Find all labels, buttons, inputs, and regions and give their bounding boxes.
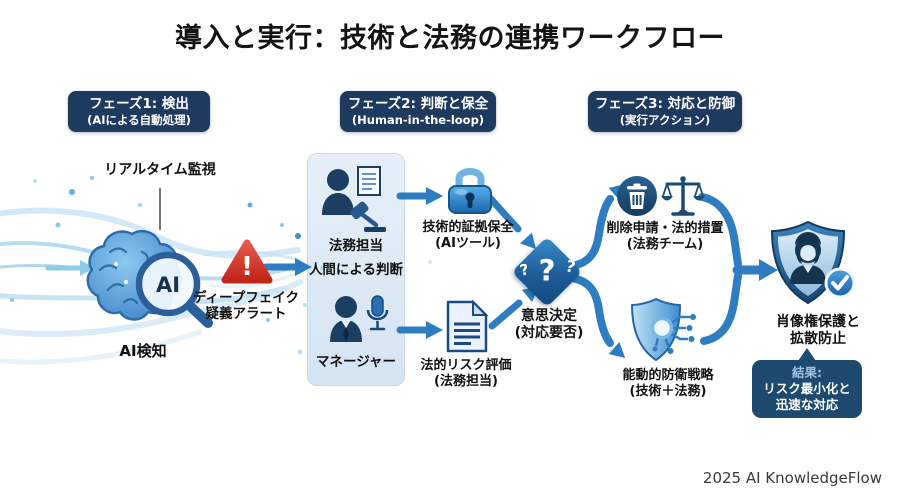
- result-line2: 迅速な対応: [775, 397, 839, 412]
- evidence-lock-icon: [444, 161, 496, 216]
- deepfake-alert-line2: 疑義アラート: [205, 306, 287, 323]
- portrait-protection-label: 肖像権保護と 拡散防止: [766, 314, 870, 348]
- question-mark-large: ?: [538, 253, 556, 288]
- takedown-line2: (法務チーム): [626, 236, 704, 252]
- evidence-preservation-label: 技術的証拠保全 (AIツール): [412, 220, 524, 252]
- ai-detection-label: AI検知: [119, 342, 167, 360]
- footer-credit: 2025 AI KnowledgeFlow: [702, 469, 882, 487]
- legal-person-gavel-icon: [318, 165, 390, 235]
- phase-3-subtitle: (実行アクション): [619, 113, 711, 127]
- phase-2-title: フェーズ2: 判断と保全: [347, 96, 489, 112]
- outcome-line2: 拡散防止: [790, 331, 846, 348]
- phase-1-subtitle: (AIによる自動処理): [87, 113, 191, 127]
- manager-microphone-icon: [322, 292, 390, 356]
- result-title: 結果:: [792, 365, 822, 380]
- decision-line1: 意思決定: [521, 308, 577, 324]
- legal-staff-label: 法務担当: [329, 238, 383, 254]
- defense-line2: (技術＋法務): [629, 383, 707, 399]
- risk-line1: 法的リスク評価: [420, 358, 512, 373]
- trash-icon: [616, 175, 658, 217]
- takedown-label: 削除申請・法的措置 (法務チーム): [595, 221, 735, 253]
- question-mark-small-right: ?: [563, 256, 578, 277]
- result-line1: リスク最小化と: [763, 381, 851, 396]
- portrait-protection-shield-icon: [768, 220, 864, 312]
- callout-tail: [798, 348, 816, 361]
- exclamation-mark: !: [241, 252, 253, 282]
- check-badge-icon: [824, 267, 856, 299]
- takedown-line1: 削除申請・法的措置: [606, 221, 724, 236]
- phase-3-badge: フェーズ3: 対応と防御 (実行アクション): [588, 91, 742, 132]
- warning-triangle-icon: !: [221, 238, 273, 286]
- person-silhouette: [790, 232, 826, 284]
- outcome-line1: 肖像権保護と: [776, 314, 860, 330]
- question-mark-small-left: ?: [518, 260, 531, 280]
- defense-line1: 能動的防衛戦略: [622, 368, 714, 383]
- decision-label: 意思決定 (対応要否): [503, 308, 595, 342]
- active-defense-label: 能動的防衛戦略 (技術＋法務): [598, 368, 738, 400]
- justice-scales-icon: [660, 173, 708, 218]
- phase-3-title: フェーズ3: 対応と防御: [594, 96, 736, 112]
- risk-line2: (法務担当): [434, 373, 498, 389]
- deepfake-alert-label: ディープフェイク 疑義アラート: [186, 290, 306, 323]
- realtime-monitoring-label: リアルタイム監視: [104, 162, 216, 178]
- evidence-line1: 技術的証拠保全: [422, 220, 514, 235]
- decision-diamond-icon: ? ? ?: [511, 236, 583, 308]
- legal-risk-document-icon: [443, 299, 491, 355]
- page-title: 導入と実行：技術と法務の連携ワークフロー: [175, 23, 725, 54]
- evidence-line2: (AIツール): [435, 235, 501, 251]
- manager-label: マネージャー: [315, 354, 397, 370]
- phase-1-badge: フェーズ1: 検出 (AIによる自動処理): [68, 91, 210, 132]
- phase-1-title: フェーズ1: 検出: [89, 96, 189, 112]
- ai-badge-text: AI: [156, 273, 180, 297]
- circuit-shield-icon: [628, 296, 708, 366]
- human-judgment-label: 人間による判断: [308, 262, 404, 278]
- decision-line2: (対応要否): [514, 325, 584, 342]
- legal-risk-label: 法的リスク評価 (法務担当): [410, 358, 522, 390]
- phase-2-subtitle: (Human-in-the-loop): [351, 113, 485, 127]
- deepfake-alert-line1: ディープフェイク: [193, 290, 299, 306]
- phase-2-badge: フェーズ2: 判断と保全 (Human-in-the-loop): [340, 91, 496, 132]
- result-callout: 結果: リスク最小化と 迅速な対応: [752, 348, 862, 418]
